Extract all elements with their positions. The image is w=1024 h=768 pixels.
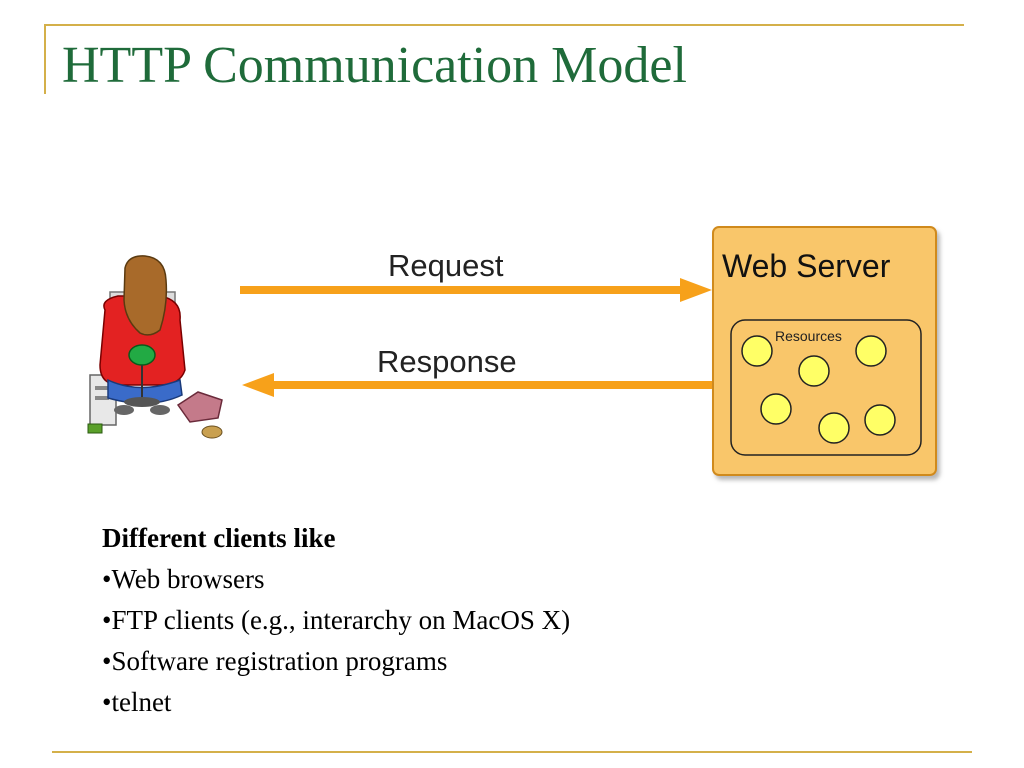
resource-circles [741, 335, 896, 444]
slide-frame-bottom-rule [52, 751, 972, 753]
person-at-computer-icon [87, 255, 223, 439]
client-item-ftp-clients: •FTP clients (e.g., interarchy on MacOS … [102, 605, 571, 635]
response-label: Response [377, 344, 517, 379]
resources-label: Resources [775, 328, 842, 344]
resource-circle-icon [855, 335, 887, 367]
client-item-web-browsers: •Web browsers [102, 564, 265, 594]
web-server-title: Web Server [722, 248, 891, 284]
request-label: Request [388, 248, 504, 283]
slide-frame-top-rule [44, 24, 964, 26]
resource-circle-icon [760, 393, 792, 425]
slide-title: HTTP Communication Model [62, 37, 687, 94]
client-item-software-registration: •Software registration programs [102, 646, 448, 676]
resource-circle-icon [798, 355, 830, 387]
resource-circle-icon [741, 335, 773, 367]
response-arrow [242, 373, 714, 397]
clients-list: Different clients like •Web browsers •FT… [102, 518, 570, 723]
slide-frame-left-rule [44, 24, 46, 94]
resource-circle-icon [818, 412, 850, 444]
clients-heading: Different clients like [102, 523, 336, 553]
resource-circle-icon [864, 404, 896, 436]
request-arrow [240, 278, 712, 302]
client-item-telnet: •telnet [102, 687, 172, 717]
